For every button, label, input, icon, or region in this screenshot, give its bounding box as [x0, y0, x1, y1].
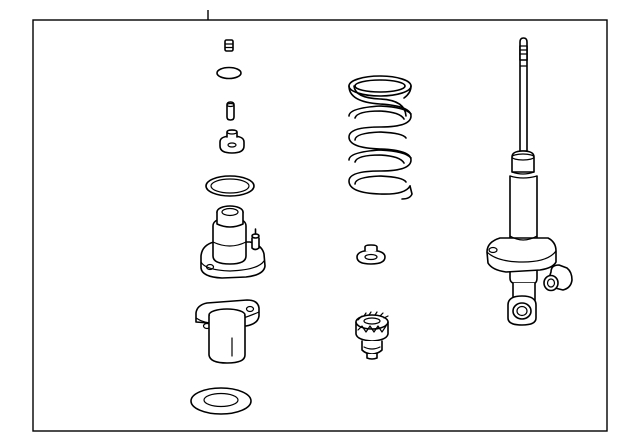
lower-bushing-icon[interactable]: [543, 264, 573, 292]
washer-icon[interactable]: [216, 66, 242, 80]
strut-mount-icon[interactable]: [200, 205, 266, 279]
coil-spring-icon[interactable]: [348, 75, 413, 200]
seal-ring-icon[interactable]: [205, 175, 255, 197]
insulator-ring-icon[interactable]: [190, 387, 252, 415]
spring-seat-icon[interactable]: [195, 299, 260, 364]
shock-absorber-icon[interactable]: [486, 37, 557, 326]
bump-cap-icon[interactable]: [356, 244, 386, 265]
bump-stop-icon[interactable]: [355, 311, 389, 360]
hex-nut-icon[interactable]: [224, 39, 234, 52]
collar-icon[interactable]: [226, 101, 235, 121]
bushing-icon[interactable]: [219, 129, 245, 154]
